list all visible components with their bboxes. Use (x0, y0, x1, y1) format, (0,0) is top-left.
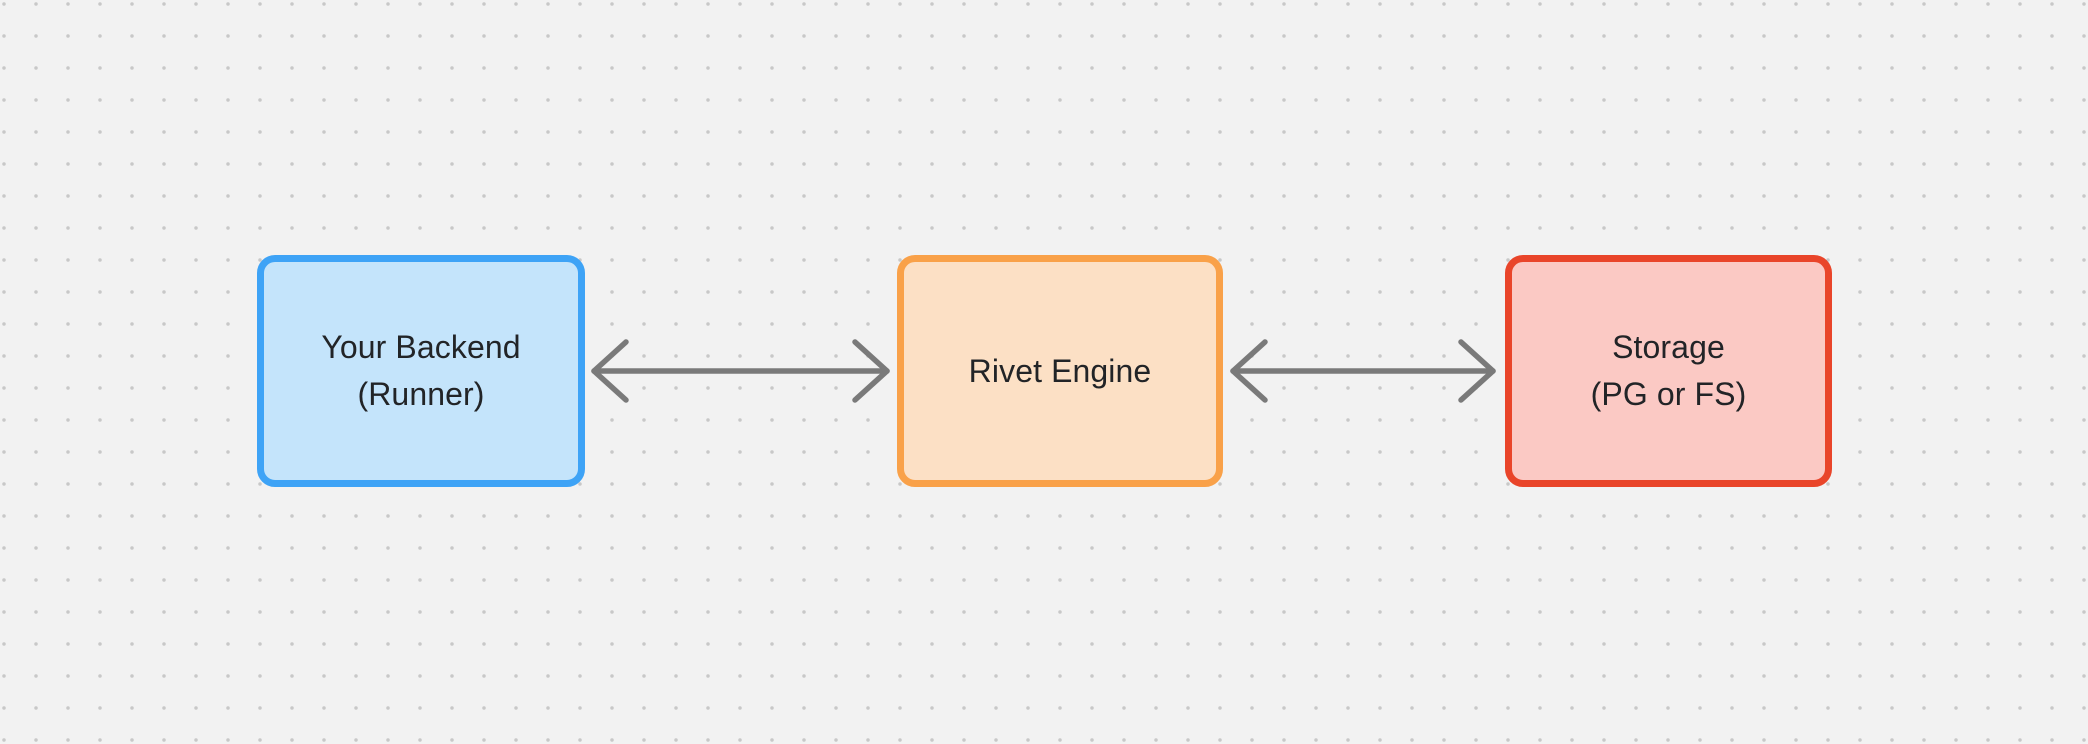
node-rivet-engine: Rivet Engine (897, 255, 1223, 487)
node-label-line1: Your Backend (321, 329, 521, 365)
bidirectional-arrow-engine-storage (1230, 339, 1496, 403)
node-storage: Storage (PG or FS) (1505, 255, 1832, 487)
node-label-line2: (Runner) (357, 376, 485, 412)
node-label-line2: (PG or FS) (1590, 376, 1747, 412)
node-storage-label: Storage (PG or FS) (1591, 324, 1747, 418)
node-label-line1: Rivet Engine (968, 352, 1152, 389)
node-label-line1: Storage (1612, 329, 1725, 365)
bidirectional-arrow-backend-engine (591, 339, 890, 403)
node-your-backend: Your Backend (Runner) (257, 255, 585, 487)
node-rivet-engine-label: Rivet Engine (969, 348, 1152, 395)
node-your-backend-label: Your Backend (Runner) (321, 324, 520, 418)
